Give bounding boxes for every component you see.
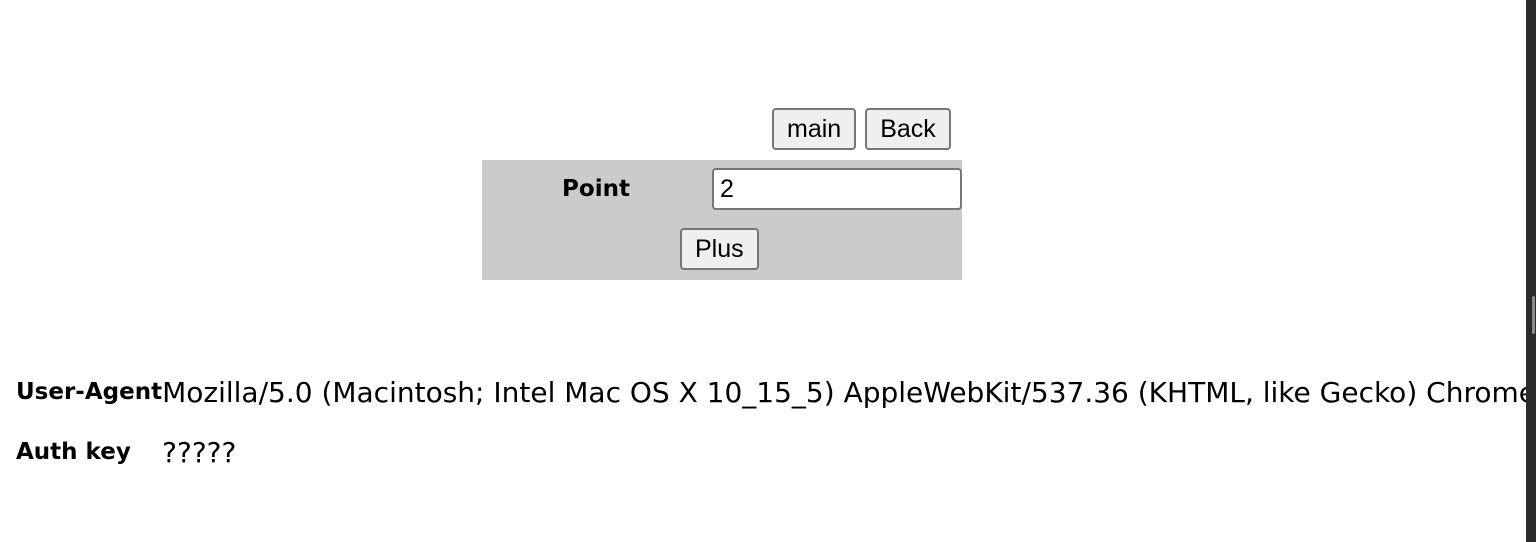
user-agent-value: Mozilla/5.0 (Macintosh; Intel Mac OS X 1… (162, 375, 1536, 409)
scrollbar[interactable] (1526, 0, 1536, 542)
plus-button[interactable]: Plus (680, 228, 759, 270)
back-button[interactable]: Back (865, 108, 951, 150)
main-button[interactable]: main (772, 108, 857, 150)
table-row: User-Agent Mozilla/5.0 (Macintosh; Intel… (16, 362, 1536, 422)
point-input[interactable] (712, 168, 962, 210)
user-agent-label: User-Agent (16, 379, 163, 405)
scrollbar-thumb[interactable] (1532, 296, 1535, 334)
request-info-table: User-Agent Mozilla/5.0 (Macintosh; Intel… (16, 362, 1536, 482)
point-label: Point (562, 176, 630, 202)
auth-key-value: ????? (162, 435, 237, 469)
table-row: Auth key ????? (16, 422, 1536, 482)
page: main Back Point Plus User-Agent Mozilla/… (16, 108, 1536, 469)
auth-key-label: Auth key (16, 439, 131, 465)
point-form-panel: Point Plus (482, 160, 962, 280)
nav-buttons: main Back (772, 108, 951, 150)
